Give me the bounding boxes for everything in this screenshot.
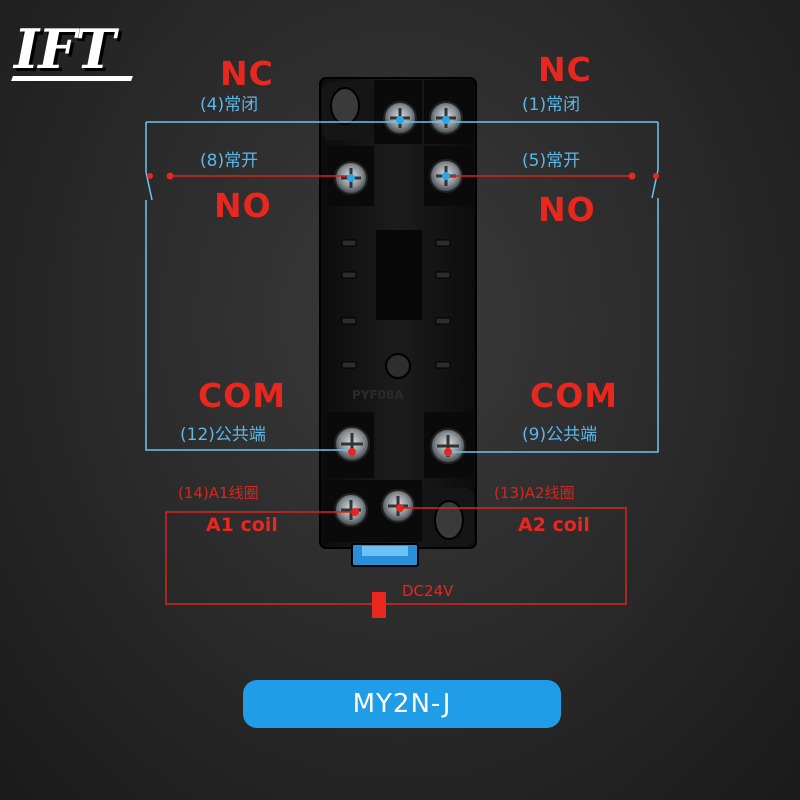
- com-left-sub-label: (12)公共端: [180, 425, 266, 445]
- a2-coil-label: A2 coil: [518, 514, 590, 536]
- socket-marking: PYF08A: [352, 388, 404, 402]
- model-name: MY2N-J: [352, 689, 452, 719]
- a1-sub-label: (14)A1线圈: [178, 484, 259, 502]
- no-left-label: NO: [214, 186, 272, 225]
- nc-left-sub-label: (4)常闭: [200, 95, 259, 115]
- no-wiring: [145, 169, 659, 201]
- coil-wiring: [165, 507, 627, 605]
- logo-underline: [11, 76, 133, 81]
- logo-text: IFT: [14, 17, 116, 81]
- no-right-sub-label: (5)常开: [522, 151, 581, 171]
- com-left-label: COM: [198, 376, 287, 415]
- a1-coil-label: A1 coil: [206, 514, 278, 536]
- model-badge: MY2N-J: [243, 680, 561, 728]
- nc-right-label: NC: [538, 50, 592, 89]
- com-right-sub-label: (9)公共端: [522, 425, 598, 445]
- wire-dots: [147, 116, 659, 516]
- dc-source-symbol: [372, 592, 386, 618]
- brand-logo: IFT: [14, 22, 136, 84]
- no-left-sub-label: (8)常开: [200, 151, 259, 171]
- screw-terminal-14: [334, 493, 368, 527]
- dc-voltage-label: DC24V: [402, 582, 454, 600]
- screw-terminal-9: [430, 428, 466, 464]
- no-right-label: NO: [538, 190, 596, 229]
- a2-sub-label: (13)A2线圈: [494, 484, 575, 502]
- nc-left-label: NC: [220, 54, 274, 93]
- com-right-label: COM: [530, 376, 619, 415]
- nc-right-sub-label: (1)常闭: [522, 95, 581, 115]
